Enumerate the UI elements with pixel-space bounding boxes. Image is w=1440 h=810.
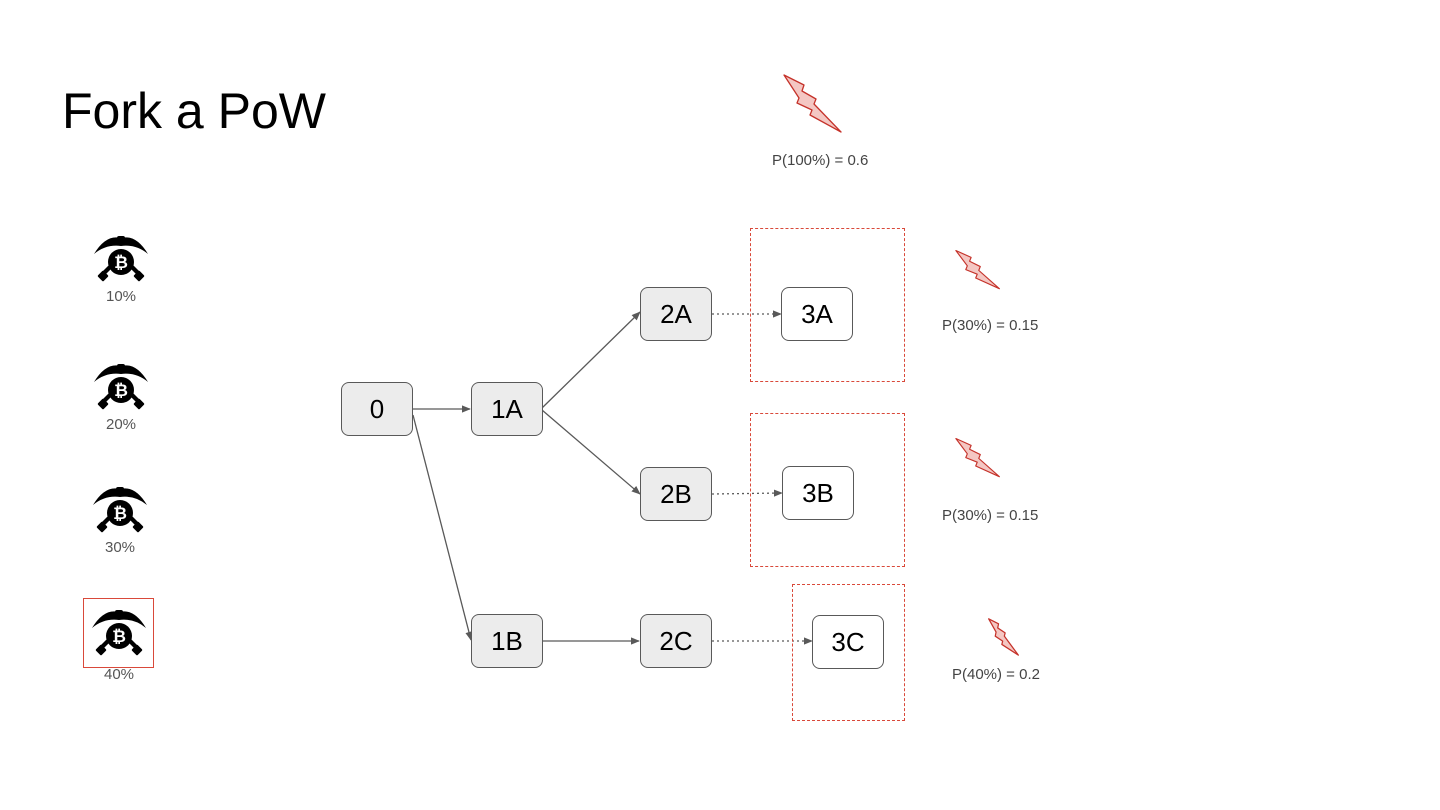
miner-bitcoin-icon: ₿ xyxy=(93,487,147,533)
block-0: 0 xyxy=(341,382,413,436)
block-3A: 3A xyxy=(781,287,853,341)
edge-1A-2B xyxy=(541,409,641,495)
lightning-icon xyxy=(955,437,1000,478)
block-2C: 2C xyxy=(640,614,712,668)
edge-2B-3B xyxy=(711,489,783,497)
miner-share-label: 40% xyxy=(103,666,135,683)
miner-10: ₿ 10% xyxy=(81,232,161,305)
block-3B: 3B xyxy=(782,466,854,520)
miner-share-label: 30% xyxy=(104,539,136,556)
probability-total: P(100%) = 0.6 xyxy=(772,152,869,169)
block-1B: 1B xyxy=(471,614,543,668)
fork-box-b xyxy=(750,413,905,567)
miner-highlight-box xyxy=(83,598,154,668)
svg-text:₿: ₿ xyxy=(114,253,128,272)
miner-40: ₿ 40% xyxy=(79,606,159,683)
fork-box-a xyxy=(750,228,905,382)
edge-1A-2A xyxy=(541,311,641,409)
block-2B: 2B xyxy=(640,467,712,521)
miner-share-label: 10% xyxy=(105,288,137,305)
block-3C: 3C xyxy=(812,615,884,669)
miner-30: ₿ 30% xyxy=(80,483,160,556)
svg-text:₿: ₿ xyxy=(112,627,126,646)
probability-fork-a: P(30%) = 0.15 xyxy=(942,317,1039,334)
miner-bitcoin-icon: ₿ xyxy=(92,610,146,656)
edge-0-1B xyxy=(412,414,473,641)
probability-fork-c: P(40%) = 0.2 xyxy=(952,666,1040,683)
lightning-icon xyxy=(955,249,1000,290)
probability-fork-b: P(30%) = 0.15 xyxy=(942,507,1039,524)
svg-text:₿: ₿ xyxy=(113,504,127,523)
fork-box-c xyxy=(792,584,905,721)
miner-bitcoin-icon: ₿ xyxy=(94,364,148,410)
miner-20: ₿ 20% xyxy=(81,360,161,433)
svg-text:₿: ₿ xyxy=(114,381,128,400)
lightning-icon xyxy=(988,618,1019,656)
slide-title: Fork a PoW xyxy=(62,83,326,139)
miner-bitcoin-icon: ₿ xyxy=(94,236,148,282)
lightning-icon xyxy=(783,74,842,133)
miner-share-label: 20% xyxy=(105,416,137,433)
block-1A: 1A xyxy=(471,382,543,436)
block-2A: 2A xyxy=(640,287,712,341)
